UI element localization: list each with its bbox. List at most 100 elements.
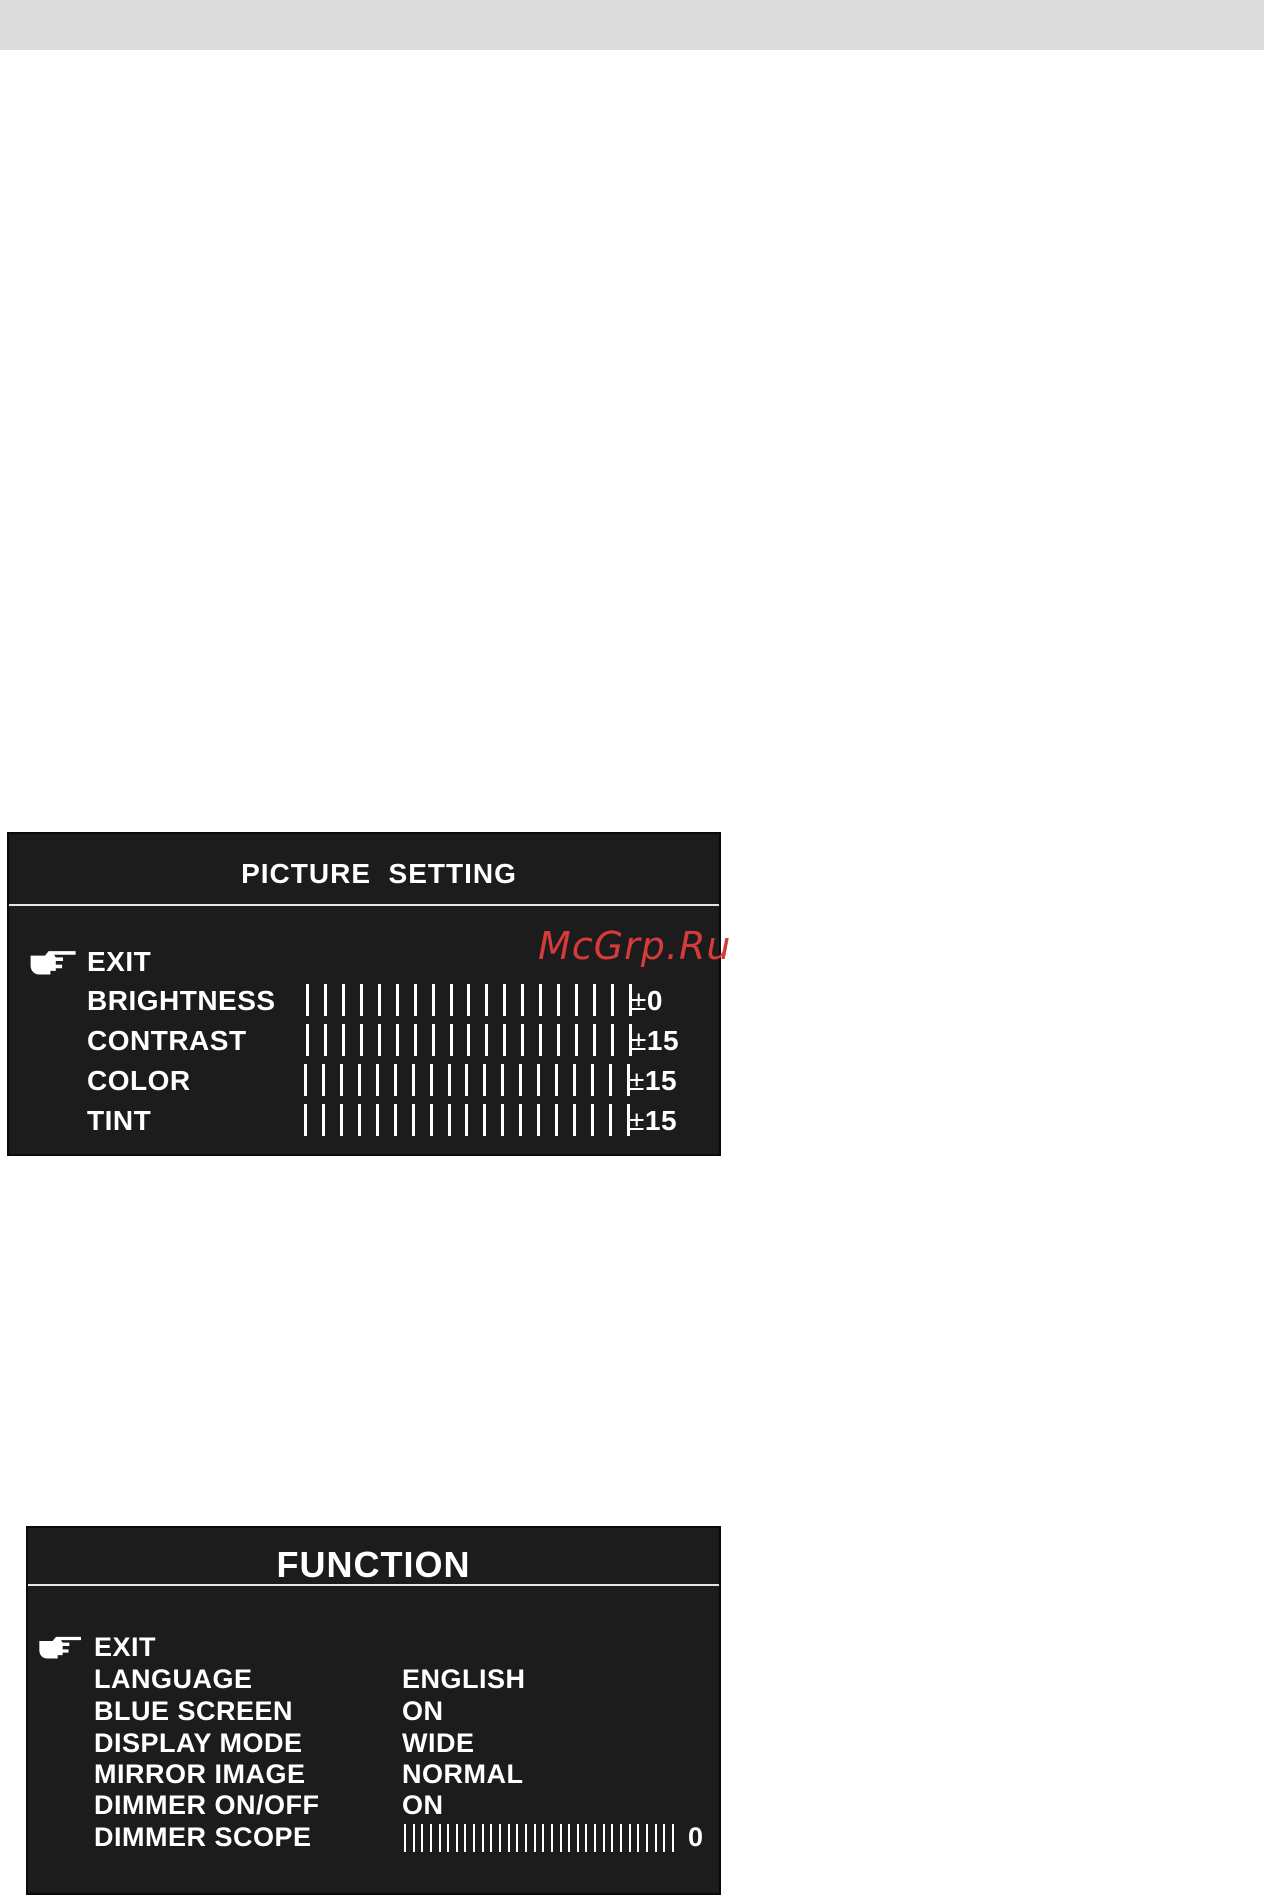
menu-row-contrast[interactable]: CONTRAST ±15 bbox=[9, 1022, 719, 1058]
slider-tick bbox=[396, 1024, 399, 1056]
menu-label: DIMMER SCOPE bbox=[94, 1822, 312, 1853]
slider-tick bbox=[432, 1024, 435, 1056]
slider-tick bbox=[394, 1104, 397, 1136]
slider-tick bbox=[593, 984, 596, 1016]
slider-tick bbox=[358, 1064, 361, 1096]
slider-tick bbox=[539, 1024, 542, 1056]
slider-tick bbox=[456, 1824, 458, 1852]
slider-tick bbox=[412, 1064, 415, 1096]
menu-label: COLOR bbox=[87, 1065, 191, 1097]
slider-tick bbox=[430, 1104, 433, 1136]
slider-tick bbox=[322, 1064, 325, 1096]
menu-label: DISPLAY MODE bbox=[94, 1728, 303, 1759]
menu-row-color[interactable]: COLOR ±15 bbox=[9, 1062, 719, 1098]
slider-tick bbox=[591, 1104, 594, 1136]
slider-tick bbox=[516, 1824, 518, 1852]
slider-tick bbox=[464, 1824, 466, 1852]
menu-label: LANGUAGE bbox=[94, 1664, 253, 1695]
menu-value: ON bbox=[402, 1696, 444, 1727]
slider-tick bbox=[430, 1064, 433, 1096]
slider-tick bbox=[573, 1104, 576, 1136]
level-slider[interactable] bbox=[404, 1824, 674, 1852]
menu-row-tint[interactable]: TINT ±15 bbox=[9, 1102, 719, 1138]
title-separator bbox=[9, 904, 719, 906]
slider-tick bbox=[611, 1824, 613, 1852]
menu-value: ON bbox=[402, 1790, 444, 1821]
slider-tick bbox=[485, 1024, 488, 1056]
slider-tick bbox=[499, 1824, 501, 1852]
page-header-band bbox=[0, 0, 1264, 50]
slider-tick bbox=[412, 1104, 415, 1136]
slider-tick bbox=[450, 1024, 453, 1056]
slider-tick bbox=[360, 1024, 363, 1056]
slider-tick bbox=[396, 984, 399, 1016]
level-slider[interactable] bbox=[306, 984, 632, 1016]
slider-tick bbox=[620, 1824, 622, 1852]
title-separator bbox=[28, 1584, 719, 1586]
level-slider[interactable] bbox=[304, 1064, 630, 1096]
slider-tick bbox=[324, 984, 327, 1016]
menu-label: EXIT bbox=[87, 946, 151, 978]
slider-tick bbox=[577, 1824, 579, 1852]
slider-tick bbox=[465, 1104, 468, 1136]
slider-tick bbox=[519, 1104, 522, 1136]
slider-tick bbox=[594, 1824, 596, 1852]
slider-tick bbox=[593, 1024, 596, 1056]
menu-value: NORMAL bbox=[402, 1759, 523, 1790]
slider-tick bbox=[378, 1024, 381, 1056]
menu-label: BLUE SCREEN bbox=[94, 1696, 293, 1727]
slider-tick bbox=[537, 1064, 540, 1096]
slider-tick bbox=[485, 984, 488, 1016]
slider-tick bbox=[378, 984, 381, 1016]
level-slider[interactable] bbox=[304, 1104, 630, 1136]
function-title: FUNCTION bbox=[28, 1544, 719, 1586]
menu-value: WIDE bbox=[402, 1728, 475, 1759]
slider-tick bbox=[394, 1064, 397, 1096]
menu-label: TINT bbox=[87, 1105, 151, 1137]
slider-tick bbox=[358, 1104, 361, 1136]
slider-tick bbox=[521, 1024, 524, 1056]
slider-tick bbox=[342, 1024, 345, 1056]
slider-tick bbox=[555, 1104, 558, 1136]
slider-tick bbox=[508, 1824, 510, 1852]
slider-tick bbox=[575, 984, 578, 1016]
slider-tick bbox=[306, 1024, 309, 1056]
slider-tick bbox=[414, 984, 417, 1016]
slider-tick bbox=[629, 1824, 631, 1852]
menu-row-exit[interactable]: EXIT bbox=[28, 1630, 719, 1666]
value-readout: ±0 bbox=[631, 985, 663, 1017]
pointing-hand-icon bbox=[27, 944, 81, 978]
slider-tick bbox=[306, 984, 309, 1016]
slider-tick bbox=[501, 1064, 504, 1096]
menu-row-dimmer-scope[interactable]: DIMMER SCOPE 0 bbox=[28, 1820, 719, 1856]
slider-tick bbox=[575, 1024, 578, 1056]
value-readout: ±15 bbox=[631, 1025, 679, 1057]
menu-row-blue-screen[interactable]: BLUE SCREEN ON bbox=[28, 1694, 719, 1730]
slider-tick bbox=[521, 984, 524, 1016]
slider-tick bbox=[432, 984, 435, 1016]
slider-tick bbox=[414, 1024, 417, 1056]
slider-tick bbox=[503, 984, 506, 1016]
slider-tick bbox=[322, 1104, 325, 1136]
menu-row-language[interactable]: LANGUAGE ENGLISH bbox=[28, 1662, 719, 1698]
slider-tick bbox=[376, 1104, 379, 1136]
slider-tick bbox=[585, 1824, 587, 1852]
slider-tick bbox=[450, 984, 453, 1016]
slider-tick bbox=[467, 1024, 470, 1056]
value-readout: ±15 bbox=[629, 1065, 677, 1097]
slider-tick bbox=[503, 1024, 506, 1056]
slider-tick bbox=[557, 984, 560, 1016]
slider-tick bbox=[413, 1824, 415, 1852]
pointing-hand-icon bbox=[36, 1630, 86, 1662]
slider-tick bbox=[551, 1824, 553, 1852]
slider-tick bbox=[537, 1104, 540, 1136]
slider-tick bbox=[519, 1064, 522, 1096]
slider-tick bbox=[568, 1824, 570, 1852]
menu-row-brightness[interactable]: BRIGHTNESS ±0 bbox=[9, 982, 719, 1018]
menu-row-dimmer-on-off[interactable]: DIMMER ON/OFF ON bbox=[28, 1788, 719, 1824]
slider-tick bbox=[448, 1064, 451, 1096]
slider-tick bbox=[421, 1824, 423, 1852]
slider-tick bbox=[672, 1824, 674, 1852]
level-slider[interactable] bbox=[306, 1024, 632, 1056]
slider-tick bbox=[304, 1104, 307, 1136]
